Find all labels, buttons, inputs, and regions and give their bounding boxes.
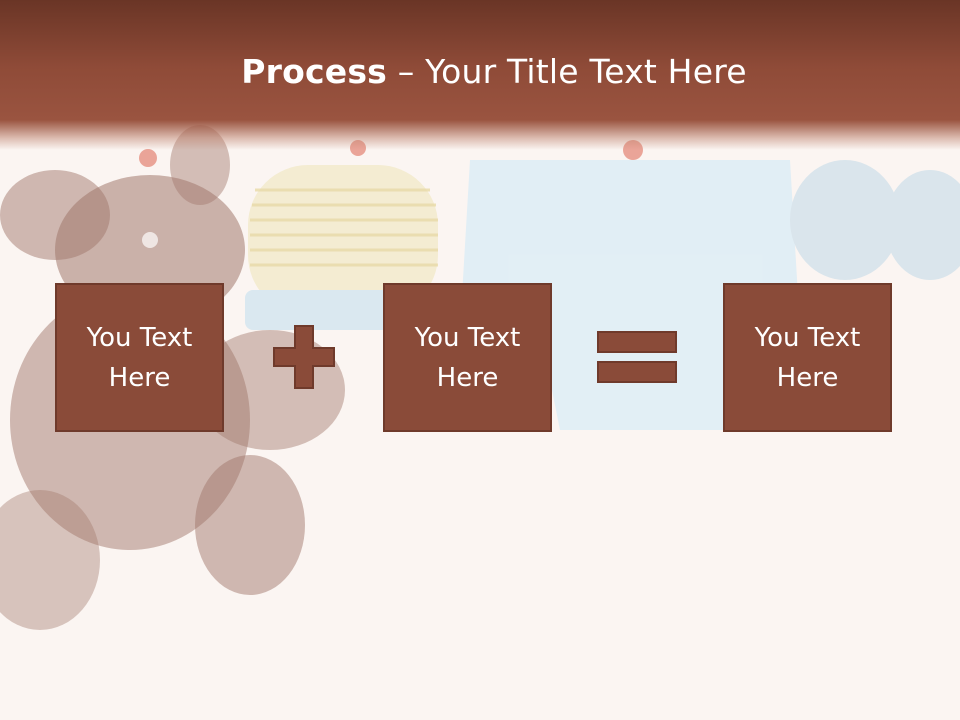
slide-title[interactable]: Process – Your Title Text Here: [0, 52, 960, 91]
equals-icon: [597, 331, 677, 383]
title-bold: Process: [241, 52, 388, 91]
process-box-3-text: You Text Here: [754, 322, 861, 393]
process-box-1-text: You Text Here: [86, 322, 193, 393]
process-box-3[interactable]: You Text Here: [723, 283, 892, 432]
title-bar: [0, 0, 960, 150]
process-box-1[interactable]: You Text Here: [55, 283, 224, 432]
process-box-2[interactable]: You Text Here: [383, 283, 552, 432]
process-box-2-text: You Text Here: [414, 322, 521, 393]
plus-icon: [273, 325, 335, 389]
title-text: – Your Title Text Here: [387, 52, 747, 91]
